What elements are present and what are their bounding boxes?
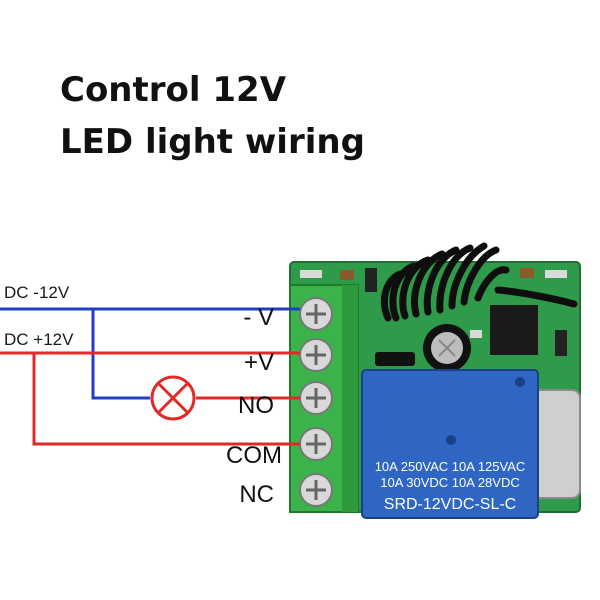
chip-ic — [490, 305, 538, 355]
relay-dot — [446, 435, 456, 445]
negative-wire — [0, 307, 300, 400]
antenna-coil — [381, 242, 578, 322]
smd-component — [470, 330, 482, 338]
terminal-screw-1 — [299, 297, 333, 331]
smd-component — [545, 270, 567, 278]
smd-component — [340, 270, 354, 280]
positive-wire-label: DC +12V — [4, 330, 74, 349]
terminal-label-nc: NC — [239, 481, 274, 508]
lamp-icon — [150, 375, 196, 421]
terminal-screw-2 — [299, 338, 333, 372]
relay-dot — [515, 377, 525, 387]
capacitor-mark — [438, 339, 456, 357]
terminal-label-no: NO — [238, 392, 274, 419]
smd-component — [520, 268, 534, 278]
smd-component — [375, 352, 415, 366]
smd-component — [555, 330, 567, 356]
title-line-2: LED light wiring — [60, 122, 365, 162]
title-line-1: Control 12V — [60, 70, 287, 110]
relay-spec-line-1: 10A 250VAC 10A 125VAC — [375, 459, 526, 474]
terminal-block-side — [342, 285, 358, 512]
smd-component — [300, 270, 322, 278]
terminal-label-negative: - V — [243, 304, 274, 331]
relay-spec-line-2: 10A 30VDC 10A 28VDC — [380, 475, 519, 490]
crystal-component — [531, 389, 581, 499]
terminal-label-com: COM — [226, 442, 282, 469]
positive-wire — [0, 351, 300, 446]
negative-wire-label: DC -12V — [4, 283, 70, 302]
terminal-screw-3 — [299, 381, 333, 415]
smd-component — [365, 268, 377, 292]
terminal-screw-5 — [299, 473, 333, 507]
terminal-screw-4 — [299, 427, 333, 461]
relay-model: SRD-12VDC-SL-C — [384, 496, 516, 513]
terminal-label-positive: +V — [244, 349, 274, 376]
